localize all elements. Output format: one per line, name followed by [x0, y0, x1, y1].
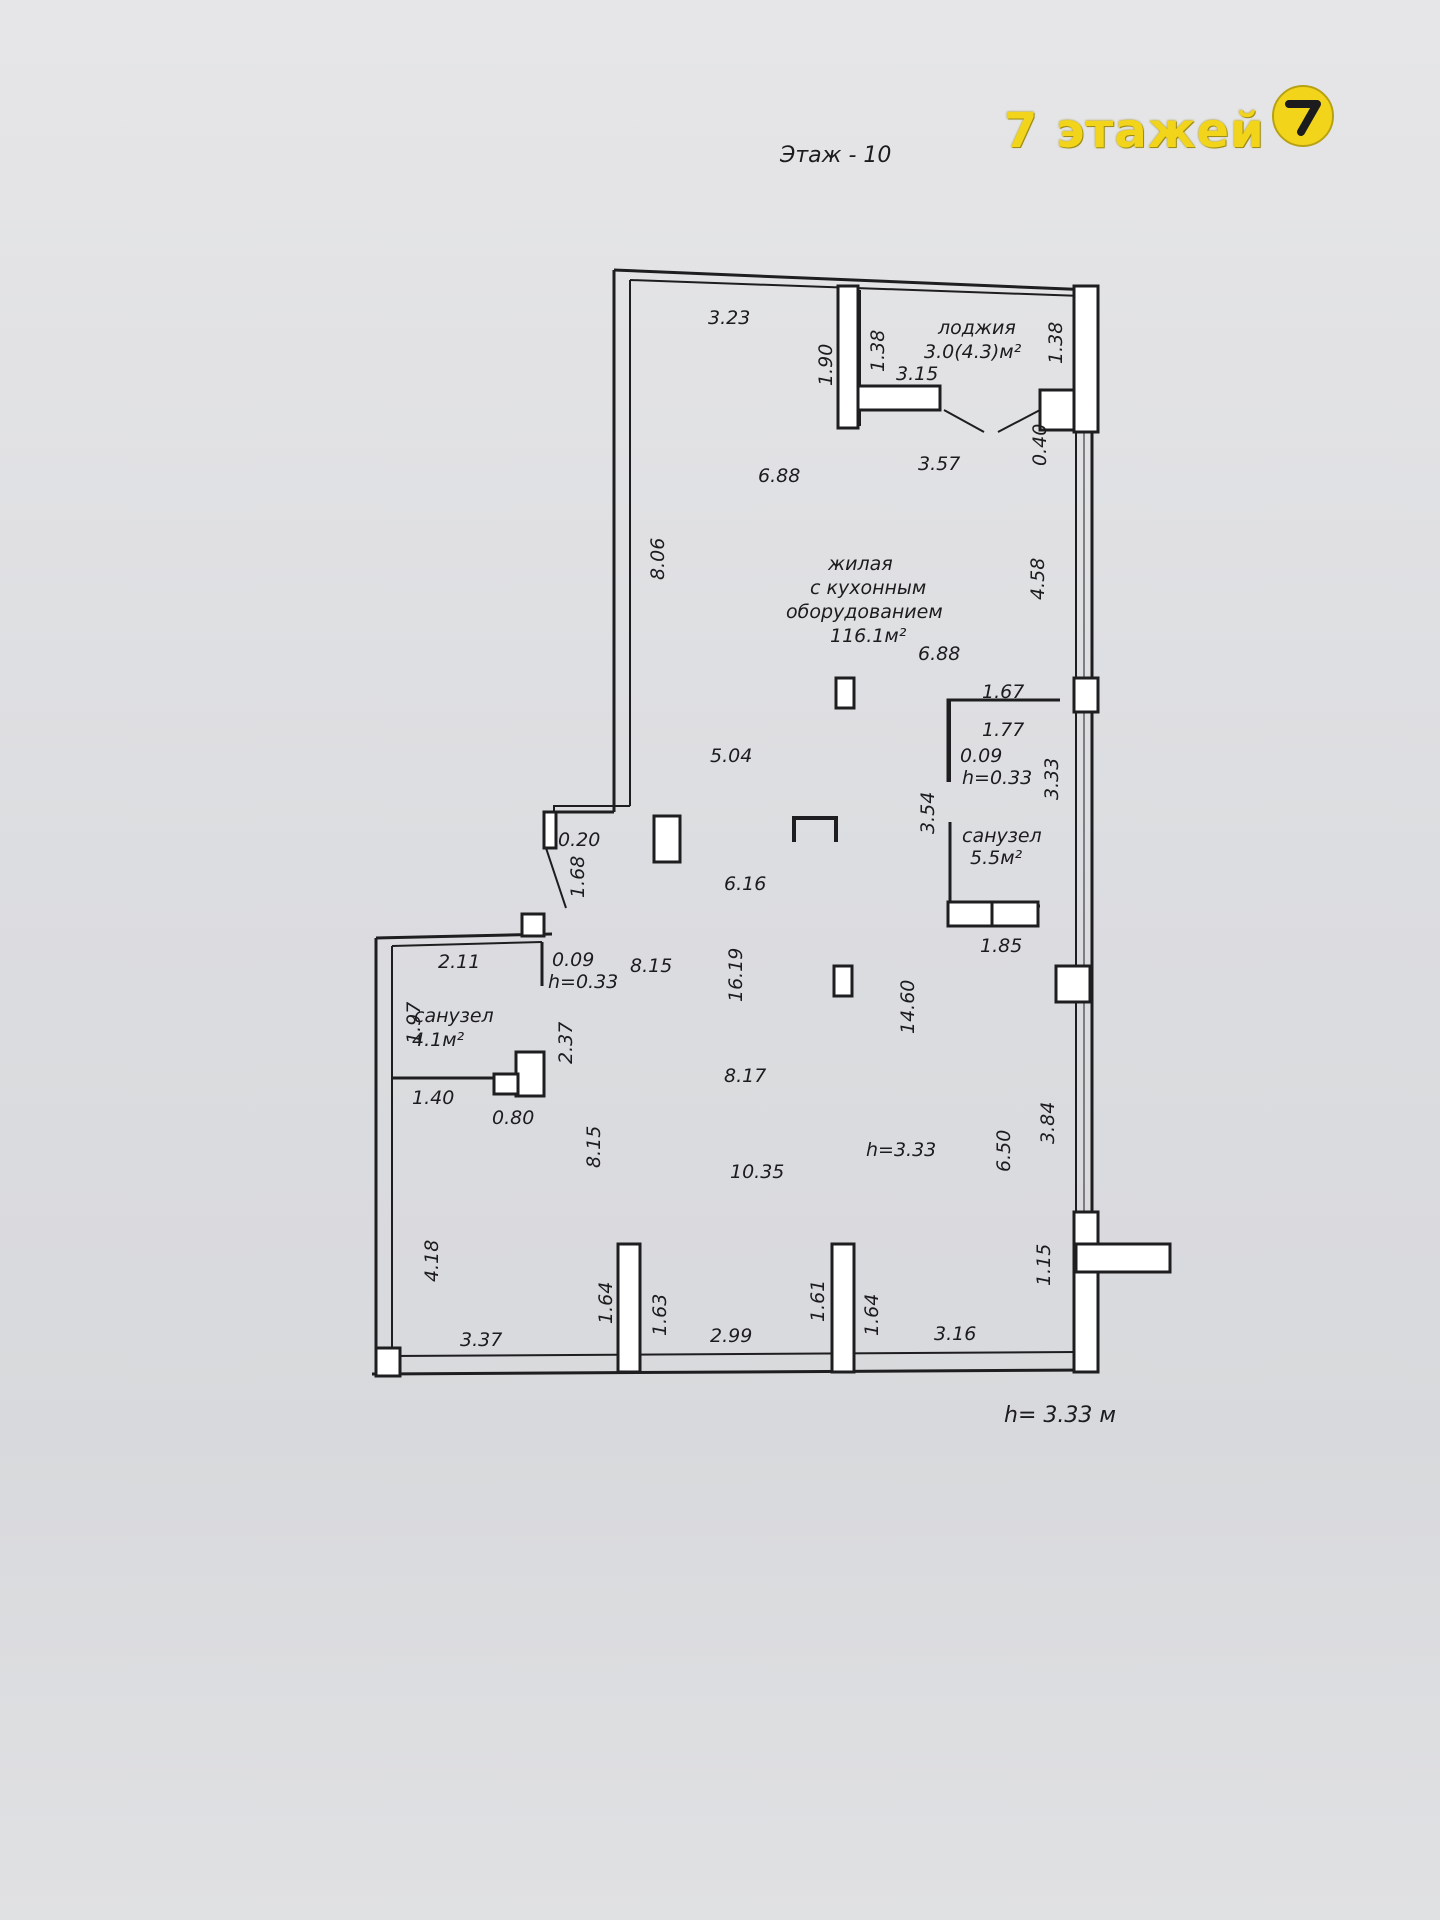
column-bottom-mid [830, 1242, 856, 1374]
shaft-symbol [792, 816, 838, 842]
wall-bottom-inner [391, 1351, 1077, 1357]
column-right-bath-2 [990, 900, 1040, 928]
column-center-2 [834, 676, 856, 710]
dim-1619: 16.19 [725, 948, 747, 1002]
dim-168: 1.68 [567, 856, 589, 898]
dim-h033-right: h=0.33 [962, 767, 1032, 789]
dim-354: 3.54 [917, 792, 939, 834]
dim-333-vertical: 3.33 [1041, 758, 1063, 800]
dim-688-mid: 6.88 [918, 643, 960, 665]
dim-138-left: 1.38 [867, 330, 889, 372]
dim-1035: 10.35 [730, 1161, 784, 1183]
dim-616: 6.16 [724, 873, 766, 895]
bath-right-partition-top [946, 698, 1060, 782]
dim-315: 3.15 [896, 363, 938, 385]
loggia-door-swing-right [997, 409, 1041, 433]
dim-806: 8.06 [647, 538, 669, 580]
dim-161: 1.61 [807, 1280, 829, 1322]
dim-080: 0.80 [492, 1107, 534, 1129]
column-right-bottom [1072, 1210, 1100, 1374]
column-bath-left [514, 1050, 546, 1098]
room-label-bath-right-area: 5.5м² [970, 847, 1023, 869]
entrance-door-swing [543, 841, 567, 909]
dim-167: 1.67 [982, 681, 1024, 703]
column-left-corner [374, 1346, 402, 1378]
dim-197: 1.97 [403, 1002, 425, 1044]
dim-815-vertical: 8.15 [583, 1126, 605, 1168]
dim-384: 3.84 [1037, 1102, 1059, 1144]
dim-177: 1.77 [982, 719, 1024, 741]
column-center-3 [832, 964, 854, 998]
dim-418: 4.18 [421, 1240, 443, 1282]
column-bath-left-small [492, 1072, 520, 1096]
room-label-living-2: с кухонным [810, 577, 926, 599]
wall-bottom-outer [371, 1368, 1093, 1376]
brand-watermark: 7 этажей [1004, 85, 1335, 166]
dim-817: 8.17 [724, 1065, 766, 1087]
dim-115: 1.15 [1033, 1244, 1055, 1286]
dim-650: 6.50 [993, 1130, 1015, 1172]
dim-815-horizontal: 8.15 [630, 955, 672, 977]
column-entrance [542, 810, 558, 850]
dim-164-right: 1.64 [861, 1294, 883, 1336]
column-center-1 [652, 814, 682, 864]
dim-h333: h=3.33 [866, 1139, 936, 1161]
dim-009-right: 0.09 [960, 745, 1002, 767]
column-right-loggia [1038, 388, 1076, 432]
column-loggia-top [836, 284, 860, 430]
dim-138-right: 1.38 [1045, 322, 1067, 364]
walls [371, 268, 1094, 1376]
dim-337: 3.37 [460, 1329, 502, 1351]
dim-190: 1.90 [815, 344, 837, 386]
room-label-living-1: жилая [827, 553, 893, 575]
dim-458: 4.58 [1027, 558, 1049, 600]
column-bottom-left [616, 1242, 642, 1374]
room-label-living-area: 116.1м² [830, 625, 907, 647]
dim-020: 0.20 [558, 829, 600, 851]
column-left-upper [520, 912, 546, 938]
column-right-lower [1054, 964, 1092, 1004]
column-right-top [1072, 284, 1100, 434]
dim-140: 1.40 [412, 1087, 454, 1109]
dim-163: 1.63 [649, 1294, 671, 1336]
dim-316: 3.16 [934, 1323, 976, 1345]
dim-237: 2.37 [555, 1022, 577, 1064]
brand-text: 7 этажей [1004, 103, 1265, 159]
balcony-stub [1074, 1242, 1172, 1274]
room-label-living-3: оборудованием [786, 601, 943, 623]
seven-badge-icon [1271, 85, 1334, 147]
room-label-loggia-name: лоджия [937, 317, 1016, 339]
dim-009-left: 0.09 [552, 949, 594, 971]
dim-688-top: 6.88 [758, 465, 800, 487]
room-label-bath-right-name: санузел [962, 825, 1042, 847]
column-right-mid [1072, 676, 1100, 714]
wall-bath-left-top-inner [391, 941, 543, 947]
loggia-wall-block [856, 384, 942, 412]
dim-299: 2.99 [710, 1325, 752, 1347]
dim-040: 0.40 [1029, 424, 1051, 466]
loggia-door-swing-left [943, 409, 985, 433]
wall-top [613, 268, 1093, 292]
dim-357: 3.57 [918, 453, 960, 475]
room-label-bath-left-area: 4.1м² [412, 1029, 465, 1051]
dim-211: 2.11 [438, 951, 480, 973]
floor-title: Этаж - 10 [779, 143, 891, 168]
dim-1460: 14.60 [897, 980, 919, 1034]
room-label-loggia-area: 3.0(4.3)м² [924, 341, 1022, 363]
ceiling-height-note: h= 3.33 м [1004, 1403, 1116, 1428]
dim-h033-left: h=0.33 [548, 971, 618, 993]
dim-164-left: 1.64 [595, 1282, 617, 1324]
columns [374, 284, 1172, 1378]
dim-504: 5.04 [710, 745, 752, 767]
room-label-bath-left-name: санузел [414, 1005, 494, 1027]
dim-185: 1.85 [980, 935, 1022, 957]
dim-323: 3.23 [708, 307, 750, 329]
